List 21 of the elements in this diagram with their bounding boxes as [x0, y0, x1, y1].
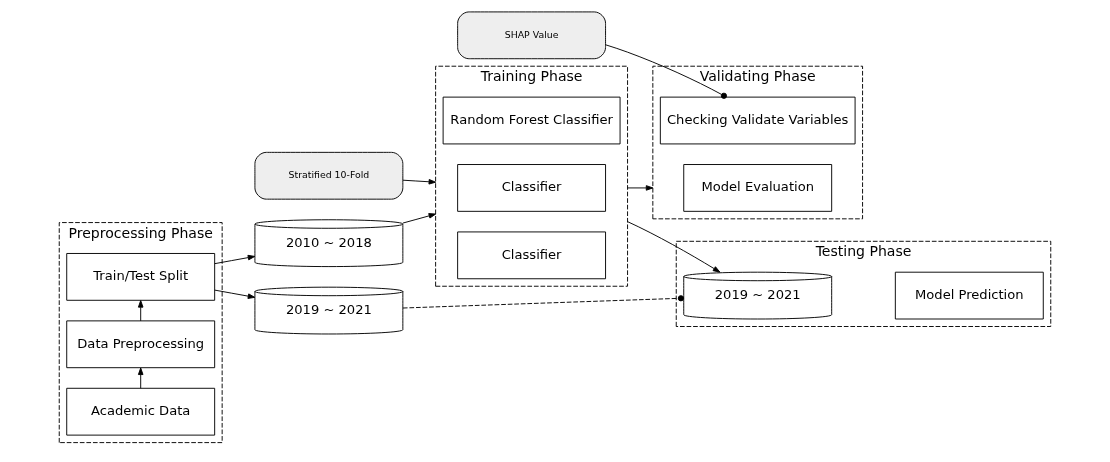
- node-box: Train/Test Split: [66, 253, 216, 301]
- node-box: Stratified 10-Fold: [254, 151, 404, 200]
- arrow: [402, 213, 437, 224]
- node-box: Checking Validate Variables: [659, 96, 856, 145]
- node-box: Classifier: [457, 231, 607, 280]
- node-box: SHAP Value: [457, 11, 607, 60]
- node-box: Classifier: [457, 164, 607, 212]
- arrow: [137, 367, 144, 389]
- connector: [402, 295, 684, 309]
- arrow: [627, 221, 721, 273]
- arrow: [402, 179, 437, 185]
- arrow: [627, 185, 654, 191]
- node-box: Model Evaluation: [683, 164, 833, 212]
- connector: [605, 44, 727, 99]
- arrow: [137, 300, 144, 322]
- node-box: Random Forest Classifier: [442, 96, 621, 145]
- node-box: Model Prediction: [894, 271, 1044, 320]
- arrow: [214, 254, 256, 265]
- node-box: Data Preprocessing: [66, 320, 216, 369]
- arrow: [214, 289, 256, 299]
- node-box: Academic Data: [66, 387, 216, 436]
